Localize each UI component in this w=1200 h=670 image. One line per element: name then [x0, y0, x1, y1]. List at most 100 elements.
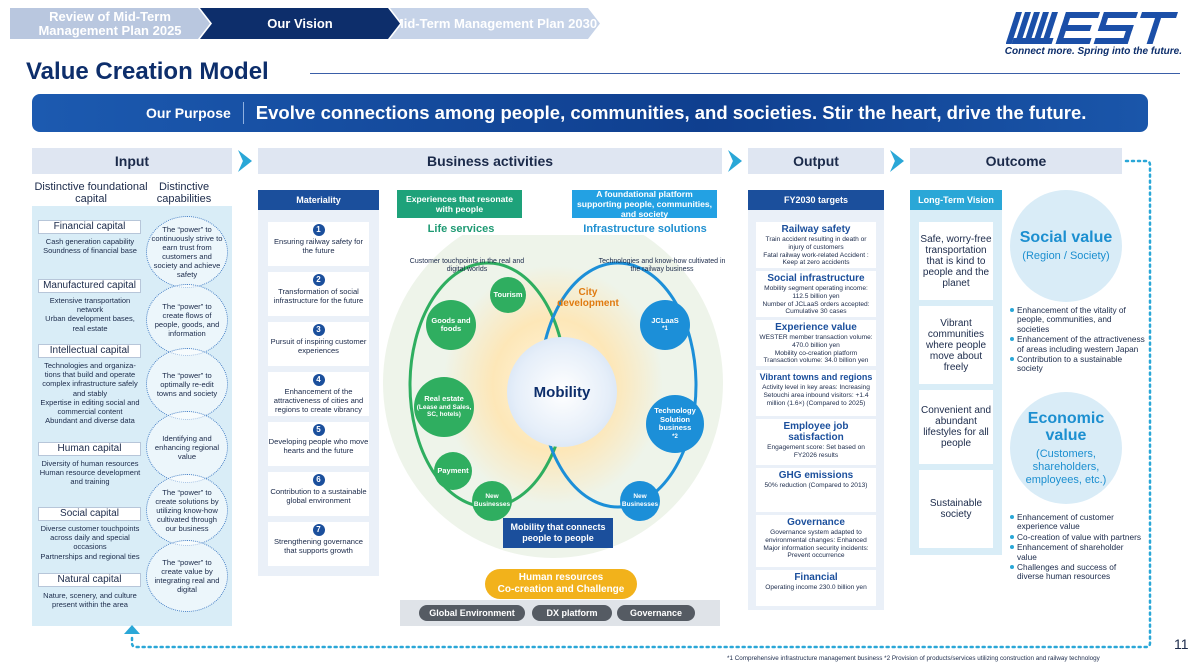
target-text: Activity level in key areas: Increasing … [762, 384, 870, 407]
capital-human-items: Diversity of human resources Human resou… [39, 459, 141, 487]
capital-intellectual-label: Intellectual capital [38, 344, 141, 358]
economic-value-circle: Economic value (Customers, shareholders,… [1010, 392, 1122, 504]
capital-financial-items: Cash generation capability Soundness of … [43, 237, 137, 256]
life-experiences-header: Experiences that resonate with people [397, 190, 522, 218]
number-badge: 4 [312, 374, 325, 386]
target-title: Employee job satisfaction [783, 421, 849, 443]
list-item: Co-creation of value with partners [1010, 532, 1145, 542]
vision-convenient-lifestyles: Convenient and abundant lifestyles for a… [919, 390, 993, 464]
list-item: Contribution to a sustainable society [1010, 354, 1145, 374]
target-title: Social infrastructure [767, 273, 865, 284]
section-input-header: Input [32, 148, 232, 174]
target-title: Experience value [775, 322, 857, 333]
economic-value-title: Economic value [1027, 409, 1105, 444]
base-dx-platform: DX platform [532, 605, 612, 621]
materiality-text: Transformation of social infrastructure … [273, 287, 364, 305]
number-badge: 7 [312, 524, 325, 536]
node-new-businesses-left: New Businesses [472, 481, 512, 521]
node-new-businesses-right: New Businesses [620, 481, 660, 521]
target-title: Railway safety [781, 224, 851, 235]
node-jclaas: JCLaaS *1 [640, 300, 690, 350]
vision-safe-transportation: Safe, worry-free transportation that is … [919, 222, 993, 300]
tab-midterm-plan-2030[interactable]: Mid-Term Management Plan 2030 [390, 8, 600, 39]
arrow-chevron-icon [890, 150, 904, 172]
base-governance: Governance [617, 605, 695, 621]
materiality-text: Pursuit of inspiring customer experience… [270, 337, 367, 355]
target-text: 50% reduction (Compared to 2013) [764, 482, 868, 489]
foundational-capital-heading: Distinctive foundational capital [34, 181, 148, 205]
social-value-list: Enhancement of the vitality of people, c… [1010, 305, 1145, 375]
number-badge: 5 [312, 424, 325, 436]
capability-reedit-towns: The “power” to optimally re-edit towns a… [146, 348, 228, 420]
node-real-estate: Real estate (Lease and Sales, SC, hotels… [414, 377, 474, 437]
target-text: Governance system adapted to environment… [763, 529, 869, 560]
capital-manufactured-label: Manufactured capital [38, 279, 141, 293]
tab-our-vision[interactable]: Our Vision [200, 8, 400, 39]
long-term-vision-header: Long-Term Vision [910, 190, 1002, 210]
capability-real-digital: The “power” to create value by integrati… [146, 540, 228, 612]
arrow-up-icon [124, 625, 140, 634]
materiality-text: Strengthening governance that supports g… [273, 537, 364, 555]
list-item: Enhancement of shareholder value [1010, 543, 1145, 562]
jclaas-note: *1 [662, 326, 668, 332]
capability-solutions-knowhow: The “power” to create solutions by utili… [146, 474, 228, 546]
tab-review-midterm-plan[interactable]: Review of Mid-Term Management Plan 2025 [10, 8, 210, 39]
human-resources-pill: Human resources Co-creation and Challeng… [485, 569, 637, 599]
node-goods-foods: Goods and foods [426, 300, 476, 350]
capital-natural-label: Natural capital [38, 573, 141, 587]
economic-value-sub: (Customers, shareholders, employees, etc… [1025, 447, 1107, 486]
plan-tabs: Review of Mid-Term Management Plan 2025 … [10, 8, 610, 39]
purpose-text: Evolve connections among people, communi… [255, 102, 1087, 123]
list-item: Enhancement of the vitality of people, c… [1010, 305, 1145, 334]
target-title: GHG emissions [778, 470, 854, 481]
right-knowhow-note: Technologies and know-how cultivated in … [598, 258, 726, 273]
social-value-sub: (Region / Society) [1022, 250, 1110, 262]
social-value-title: Social value [1019, 229, 1113, 246]
capital-financial-label: Financial capital [38, 220, 141, 234]
target-text: Engagement score: Set based on FY2026 re… [767, 444, 865, 459]
list-item: Enhancement of customer experience value [1010, 512, 1145, 532]
tech-solution-note: *2 [672, 433, 678, 440]
number-badge: 1 [312, 224, 325, 236]
infrastructure-solutions-label: Infrastructure solutions [583, 223, 707, 235]
jclaas-label: JCLaaS [651, 315, 679, 325]
materiality-header: Materiality [258, 190, 379, 210]
economic-value-list: Enhancement of customer experience value… [1010, 512, 1145, 583]
purpose-label: Our Purpose [32, 102, 244, 124]
capital-manufactured-items: Extensive transportation network Urban d… [45, 296, 135, 333]
social-value-circle: Social value (Region / Society) [1010, 190, 1122, 302]
target-text: Mobility segment operating income: 112.5… [762, 285, 870, 316]
target-title: Vibrant towns and regions [759, 372, 873, 382]
logo-tagline: Connect more. Spring into the future. [1004, 46, 1182, 57]
mobility-core: Mobility [507, 337, 617, 447]
real-estate-label: Real estate [424, 394, 464, 404]
list-item: Challenges and success of diverse human … [1010, 562, 1145, 582]
node-payment: Payment [434, 452, 472, 490]
materiality-text: Ensuring railway safety for the future [273, 237, 364, 255]
number-badge: 2 [312, 274, 325, 286]
capital-social-items: Diverse customer touchpoints across dail… [40, 524, 140, 561]
vision-sustainable-society: Sustainable society [919, 470, 993, 548]
arrow-chevron-icon [728, 150, 742, 172]
target-text: Operating income 230.0 billion yen [765, 584, 867, 591]
life-services-label: Life services [427, 223, 495, 235]
purpose-banner: Our Purpose Evolve connections among peo… [32, 94, 1148, 132]
target-text: WESTER member transaction volume: 470.0 … [759, 334, 873, 365]
page-number: 11 [1174, 636, 1189, 652]
footnote: *1 Comprehensive infrastructure manageme… [727, 655, 1100, 662]
fy2030-targets-header: FY2030 targets [748, 190, 884, 210]
